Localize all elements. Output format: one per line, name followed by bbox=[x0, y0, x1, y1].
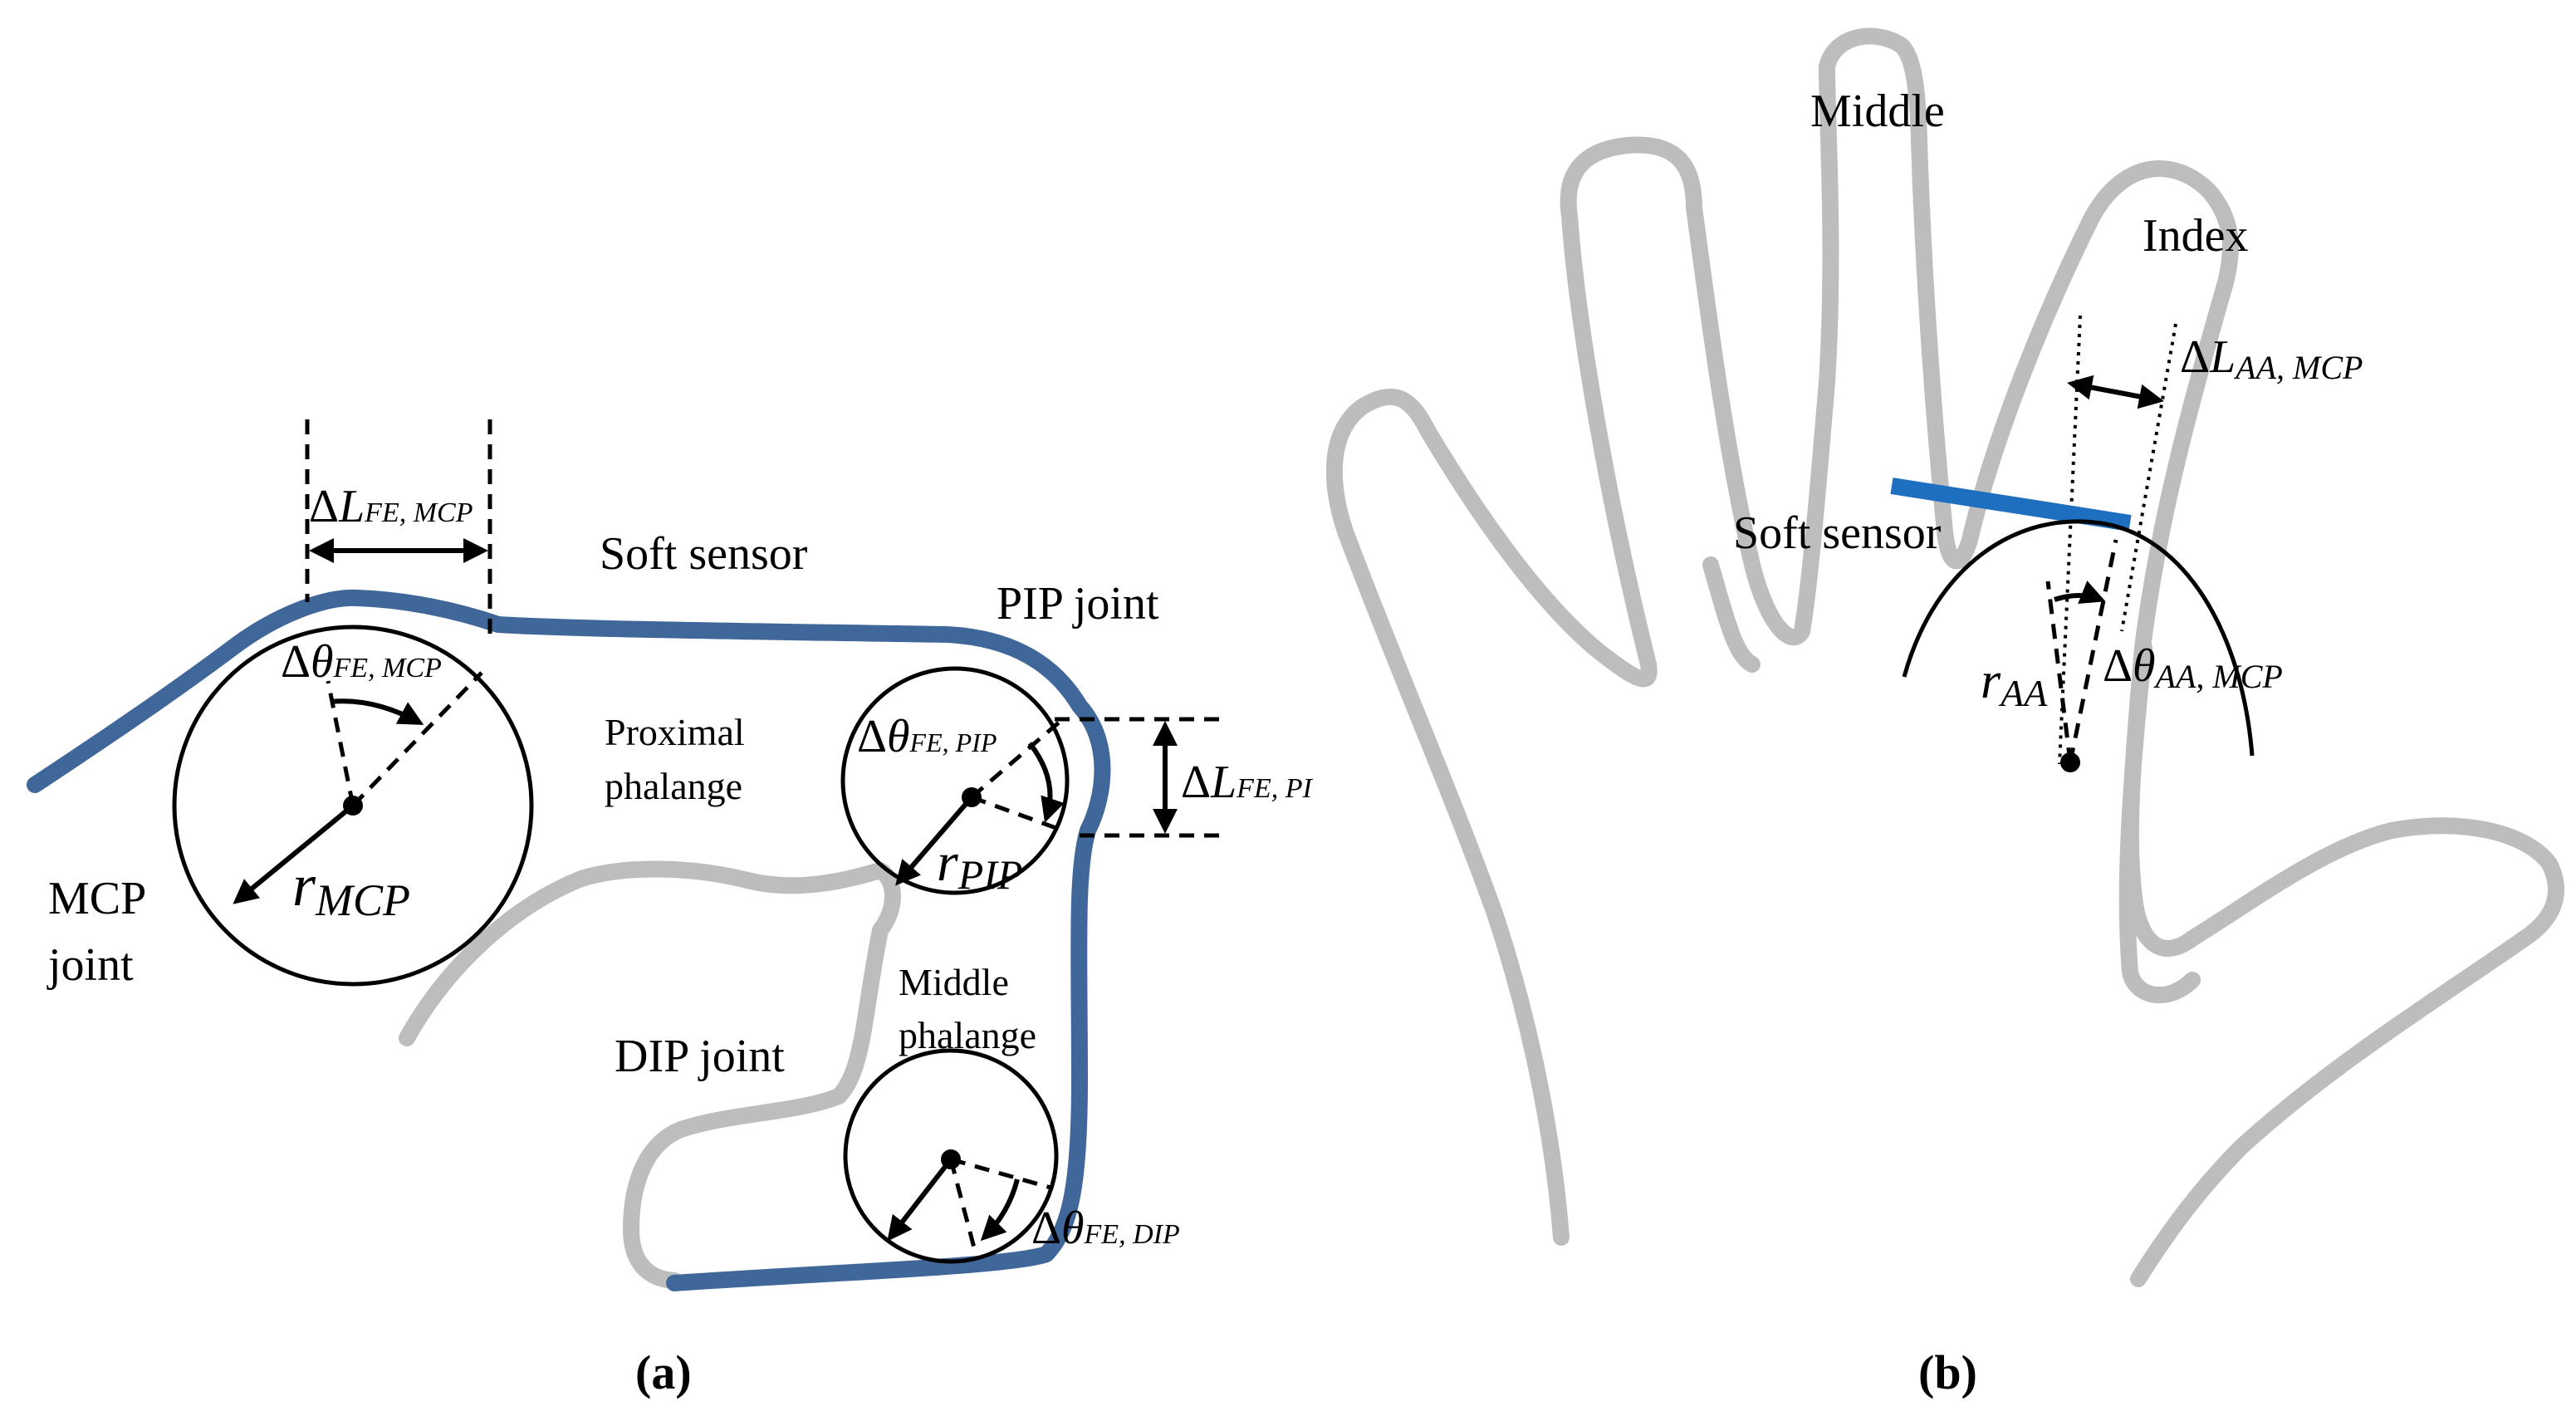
dtheta-fe-mcp-label: ΔθFE, MCP bbox=[281, 636, 442, 688]
middle-finger-label: Middle bbox=[1810, 86, 1945, 137]
panel-a: ΔLFE, MCP ΔθFE, MCP rMCP MCP joint Soft … bbox=[27, 419, 1313, 1399]
dip-radial-2 bbox=[948, 1159, 978, 1255]
mcp-joint-label-2: joint bbox=[47, 939, 134, 991]
pip-joint-circle bbox=[840, 666, 1070, 895]
hand-outline-b bbox=[1325, 27, 2565, 1287]
pip-theta-arc bbox=[1027, 742, 1065, 823]
caption-b: (b) bbox=[1918, 1345, 1977, 1399]
dtheta-fe-dip-label: ΔθFE, DIP bbox=[1031, 1203, 1180, 1254]
panel-b: ΔLAA, MCP Soft sensor rAA ΔθAA, MCP Midd… bbox=[1325, 27, 2565, 1399]
soft-sensor-label-b: Soft sensor bbox=[1733, 507, 1942, 559]
dip-theta-arc bbox=[980, 1178, 1020, 1242]
r-mcp-arrow bbox=[233, 803, 355, 904]
r-aa-label: rAA bbox=[1981, 653, 2048, 714]
dip-radial-1 bbox=[950, 1157, 1051, 1190]
aa-joint-arc bbox=[1902, 519, 2255, 757]
soft-sensor-b bbox=[1890, 478, 2132, 532]
dip-r-arrow bbox=[887, 1158, 953, 1242]
proximal-phalange-label-1: Proximal bbox=[605, 711, 745, 753]
r-pip-arrow bbox=[895, 796, 974, 886]
aa-theta-arrow bbox=[2054, 581, 2106, 605]
middle-phalange-label-2: phalange bbox=[899, 1014, 1036, 1056]
mcp-joint-label-1: MCP bbox=[48, 873, 146, 924]
finger-outline-a bbox=[399, 860, 901, 1289]
dip-joint-label: DIP joint bbox=[615, 1031, 785, 1082]
soft-sensor-a bbox=[27, 589, 1111, 1291]
dip-joint-circle bbox=[843, 1048, 1059, 1264]
proximal-phalange-label-2: phalange bbox=[605, 765, 742, 807]
dl-fe-mcp-label: ΔLFE, MCP bbox=[309, 481, 473, 532]
index-finger-label: Index bbox=[2143, 210, 2249, 262]
dl-fe-pi-label: ΔLFE, PI bbox=[1181, 757, 1313, 808]
r-pip-label: rPIP bbox=[937, 832, 1022, 898]
guide-aa-right bbox=[2120, 323, 2177, 632]
aa-radial-1 bbox=[2045, 581, 2073, 763]
mcp-theta-arc bbox=[330, 698, 424, 725]
index-inner-b bbox=[2118, 639, 2201, 1003]
pip-joint-label: PIP joint bbox=[997, 578, 1159, 630]
pip-radial-2 bbox=[971, 795, 1064, 833]
dl-aa-mcp-label: ΔLAA, MCP bbox=[2180, 331, 2363, 386]
mcp-joint-circle bbox=[172, 625, 534, 987]
dl-aa-arrow bbox=[2067, 375, 2164, 409]
thumb-web-b bbox=[1702, 556, 1761, 673]
r-mcp-label: rMCP bbox=[292, 852, 410, 925]
dtheta-aa-mcp-label: ΔθAA, MCP bbox=[2103, 640, 2283, 695]
soft-sensor-label-a: Soft sensor bbox=[600, 528, 808, 580]
aa-radial-2 bbox=[2068, 539, 2118, 763]
pip-radial-1 bbox=[970, 721, 1060, 799]
middle-phalange-label-1: Middle bbox=[899, 961, 1009, 1003]
mcp-radial-2 bbox=[351, 671, 483, 807]
dtheta-fe-pip-label: ΔθFE, PIP bbox=[857, 711, 997, 762]
caption-a: (a) bbox=[635, 1345, 692, 1399]
